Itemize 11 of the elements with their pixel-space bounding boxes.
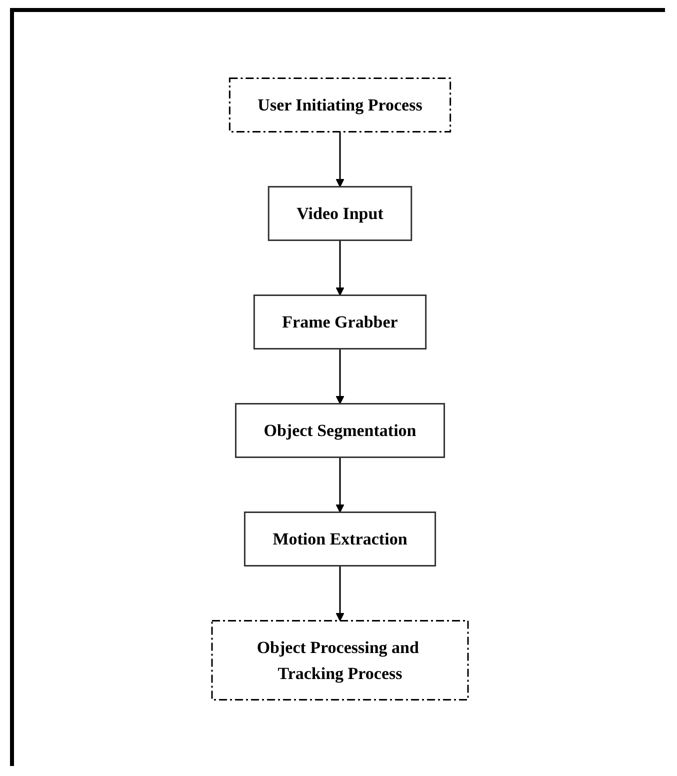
node-box: Frame Grabber: [252, 294, 426, 350]
arrow: [335, 566, 344, 622]
arrow: [335, 132, 344, 188]
node-box: Video Input: [267, 186, 412, 241]
node-box: Object Segmentation: [234, 403, 444, 458]
arrow: [335, 240, 344, 296]
node-box: Object Processing and Tracking Process: [210, 620, 468, 700]
node-box: User Initiating Process: [228, 78, 451, 132]
arrow: [335, 457, 344, 513]
arrow: [335, 348, 344, 404]
node-box: Motion Extraction: [243, 512, 436, 566]
